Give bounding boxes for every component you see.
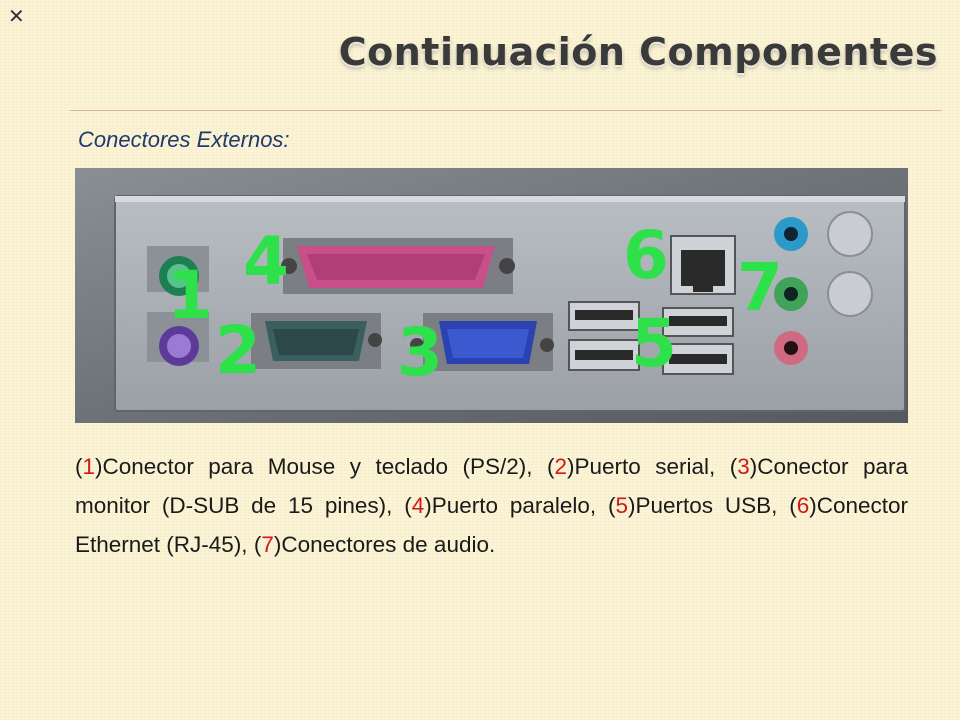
item-number: 2 — [554, 454, 567, 479]
back-panel-photo: 1 2 3 4 5 6 7 — [75, 168, 908, 423]
description-item: (4)Puerto paralelo, — [404, 493, 608, 518]
photo-label-6: 6 — [623, 217, 669, 294]
vga-port — [410, 313, 554, 371]
photo-label-1: 1 — [167, 257, 213, 334]
connector-description: (1)Conector para Mouse y teclado (PS/2),… — [75, 447, 908, 564]
parallel-port — [281, 238, 515, 294]
photo-label-2: 2 — [215, 312, 261, 389]
slide-bullet-icon: ✕ — [8, 4, 25, 28]
description-item: (3)Conector para monitor (D-SUB de 15 pi… — [75, 454, 908, 518]
item-text: Conector para monitor (D-SUB de 15 pines… — [75, 454, 908, 518]
photo-label-7: 7 — [737, 249, 783, 326]
section-label: Conectores Externos: — [78, 127, 290, 152]
item-text: Puertos USB, — [635, 493, 790, 518]
item-text: Conector Ethernet (RJ-45), — [75, 493, 909, 557]
item-number: 1 — [82, 454, 96, 479]
photo-label-5: 5 — [631, 305, 677, 382]
title-divider — [70, 110, 942, 111]
usb-ports — [568, 301, 734, 375]
item-number: 4 — [411, 493, 425, 518]
description-item: (7)Conectores de audio. — [253, 532, 496, 557]
item-number: 6 — [796, 493, 810, 518]
serial-port — [251, 313, 382, 369]
ethernet-port — [670, 235, 736, 295]
item-text: Conectores de audio. — [281, 532, 496, 557]
item-text: Puerto paralelo, — [431, 493, 608, 518]
description-item: (5)Puertos USB, — [607, 493, 790, 518]
photo-label-4: 4 — [243, 223, 289, 300]
item-number: 5 — [615, 493, 628, 518]
item-number: 7 — [261, 532, 274, 557]
item-text: Conector para Mouse y teclado (PS/2), — [102, 454, 547, 479]
description-item: (2)Puerto serial, — [546, 454, 730, 479]
slide-title: Continuación Componentes — [338, 30, 938, 74]
item-number: 3 — [737, 454, 750, 479]
photo-label-3: 3 — [397, 314, 443, 391]
ps2-ports — [147, 246, 209, 366]
description-item: (6)Conector Ethernet (RJ-45), — [75, 493, 909, 557]
audio-jacks — [774, 211, 873, 365]
description-item: (1)Conector para Mouse y teclado (PS/2), — [75, 454, 547, 479]
item-text: Puerto serial, — [574, 454, 730, 479]
